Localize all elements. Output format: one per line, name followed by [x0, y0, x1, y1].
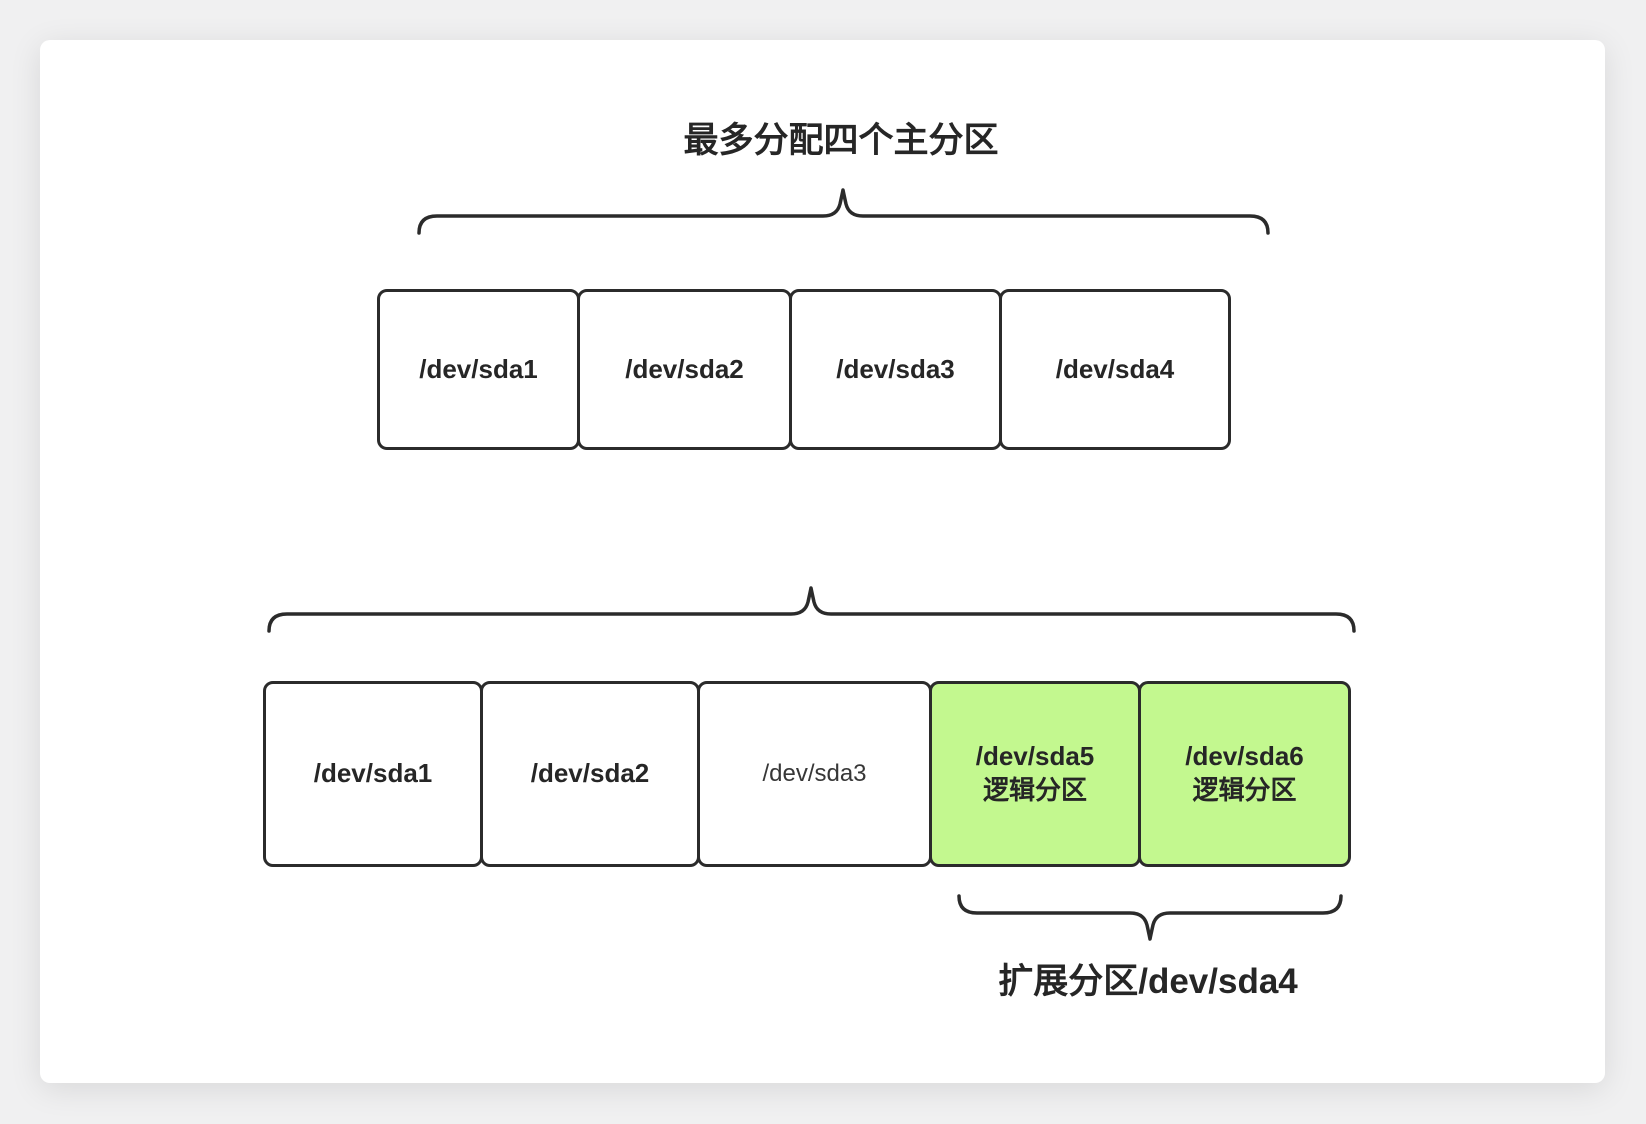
logical-partition-box-sda6: /dev/sda6 逻辑分区: [1138, 681, 1351, 867]
partition-box-sda3: /dev/sda3: [789, 289, 1002, 450]
partition-label: /dev/sda3: [836, 353, 955, 384]
middle-brace: [267, 586, 1356, 633]
partition-box-sda4: /dev/sda4: [999, 289, 1231, 450]
partition-label: /dev/sda1: [313, 758, 433, 789]
partition-label: /dev/sda2: [530, 758, 650, 789]
partition-label: /dev/sda5: [975, 741, 1095, 772]
partition-sublabel: 逻辑分区: [982, 775, 1087, 805]
extended-partition-label: 扩展分区/dev/sda4: [998, 962, 1298, 1001]
top-brace: [417, 188, 1270, 235]
partition-label: /dev/sda4: [1055, 353, 1175, 384]
partition-box-sda2: /dev/sda2: [577, 289, 792, 450]
partition-box-sda1: /dev/sda1: [263, 681, 483, 867]
extended-partition-row: /dev/sda1 /dev/sda2 /dev/sda3 /dev/sda5 …: [263, 681, 1351, 867]
logical-partition-box-sda5: /dev/sda5 逻辑分区: [929, 681, 1141, 867]
diagram-canvas: 最多分配四个主分区 /dev/sda1 /dev/sda2 /dev/sda3 …: [40, 40, 1605, 1083]
primary-partition-row: /dev/sda1 /dev/sda2 /dev/sda3 /dev/sda4: [377, 289, 1231, 450]
bottom-brace: [957, 894, 1343, 941]
partition-box-sda3: /dev/sda3: [697, 681, 932, 867]
partition-label: /dev/sda6: [1185, 741, 1304, 772]
partition-label: /dev/sda1: [419, 353, 538, 384]
partition-sublabel: 逻辑分区: [1192, 775, 1297, 805]
partition-box-sda2: /dev/sda2: [480, 681, 700, 867]
partition-label: /dev/sda2: [625, 353, 744, 384]
partition-label: /dev/sda3: [762, 760, 867, 788]
page-title: 最多分配四个主分区: [683, 121, 999, 160]
partition-box-sda1: /dev/sda1: [377, 289, 580, 450]
